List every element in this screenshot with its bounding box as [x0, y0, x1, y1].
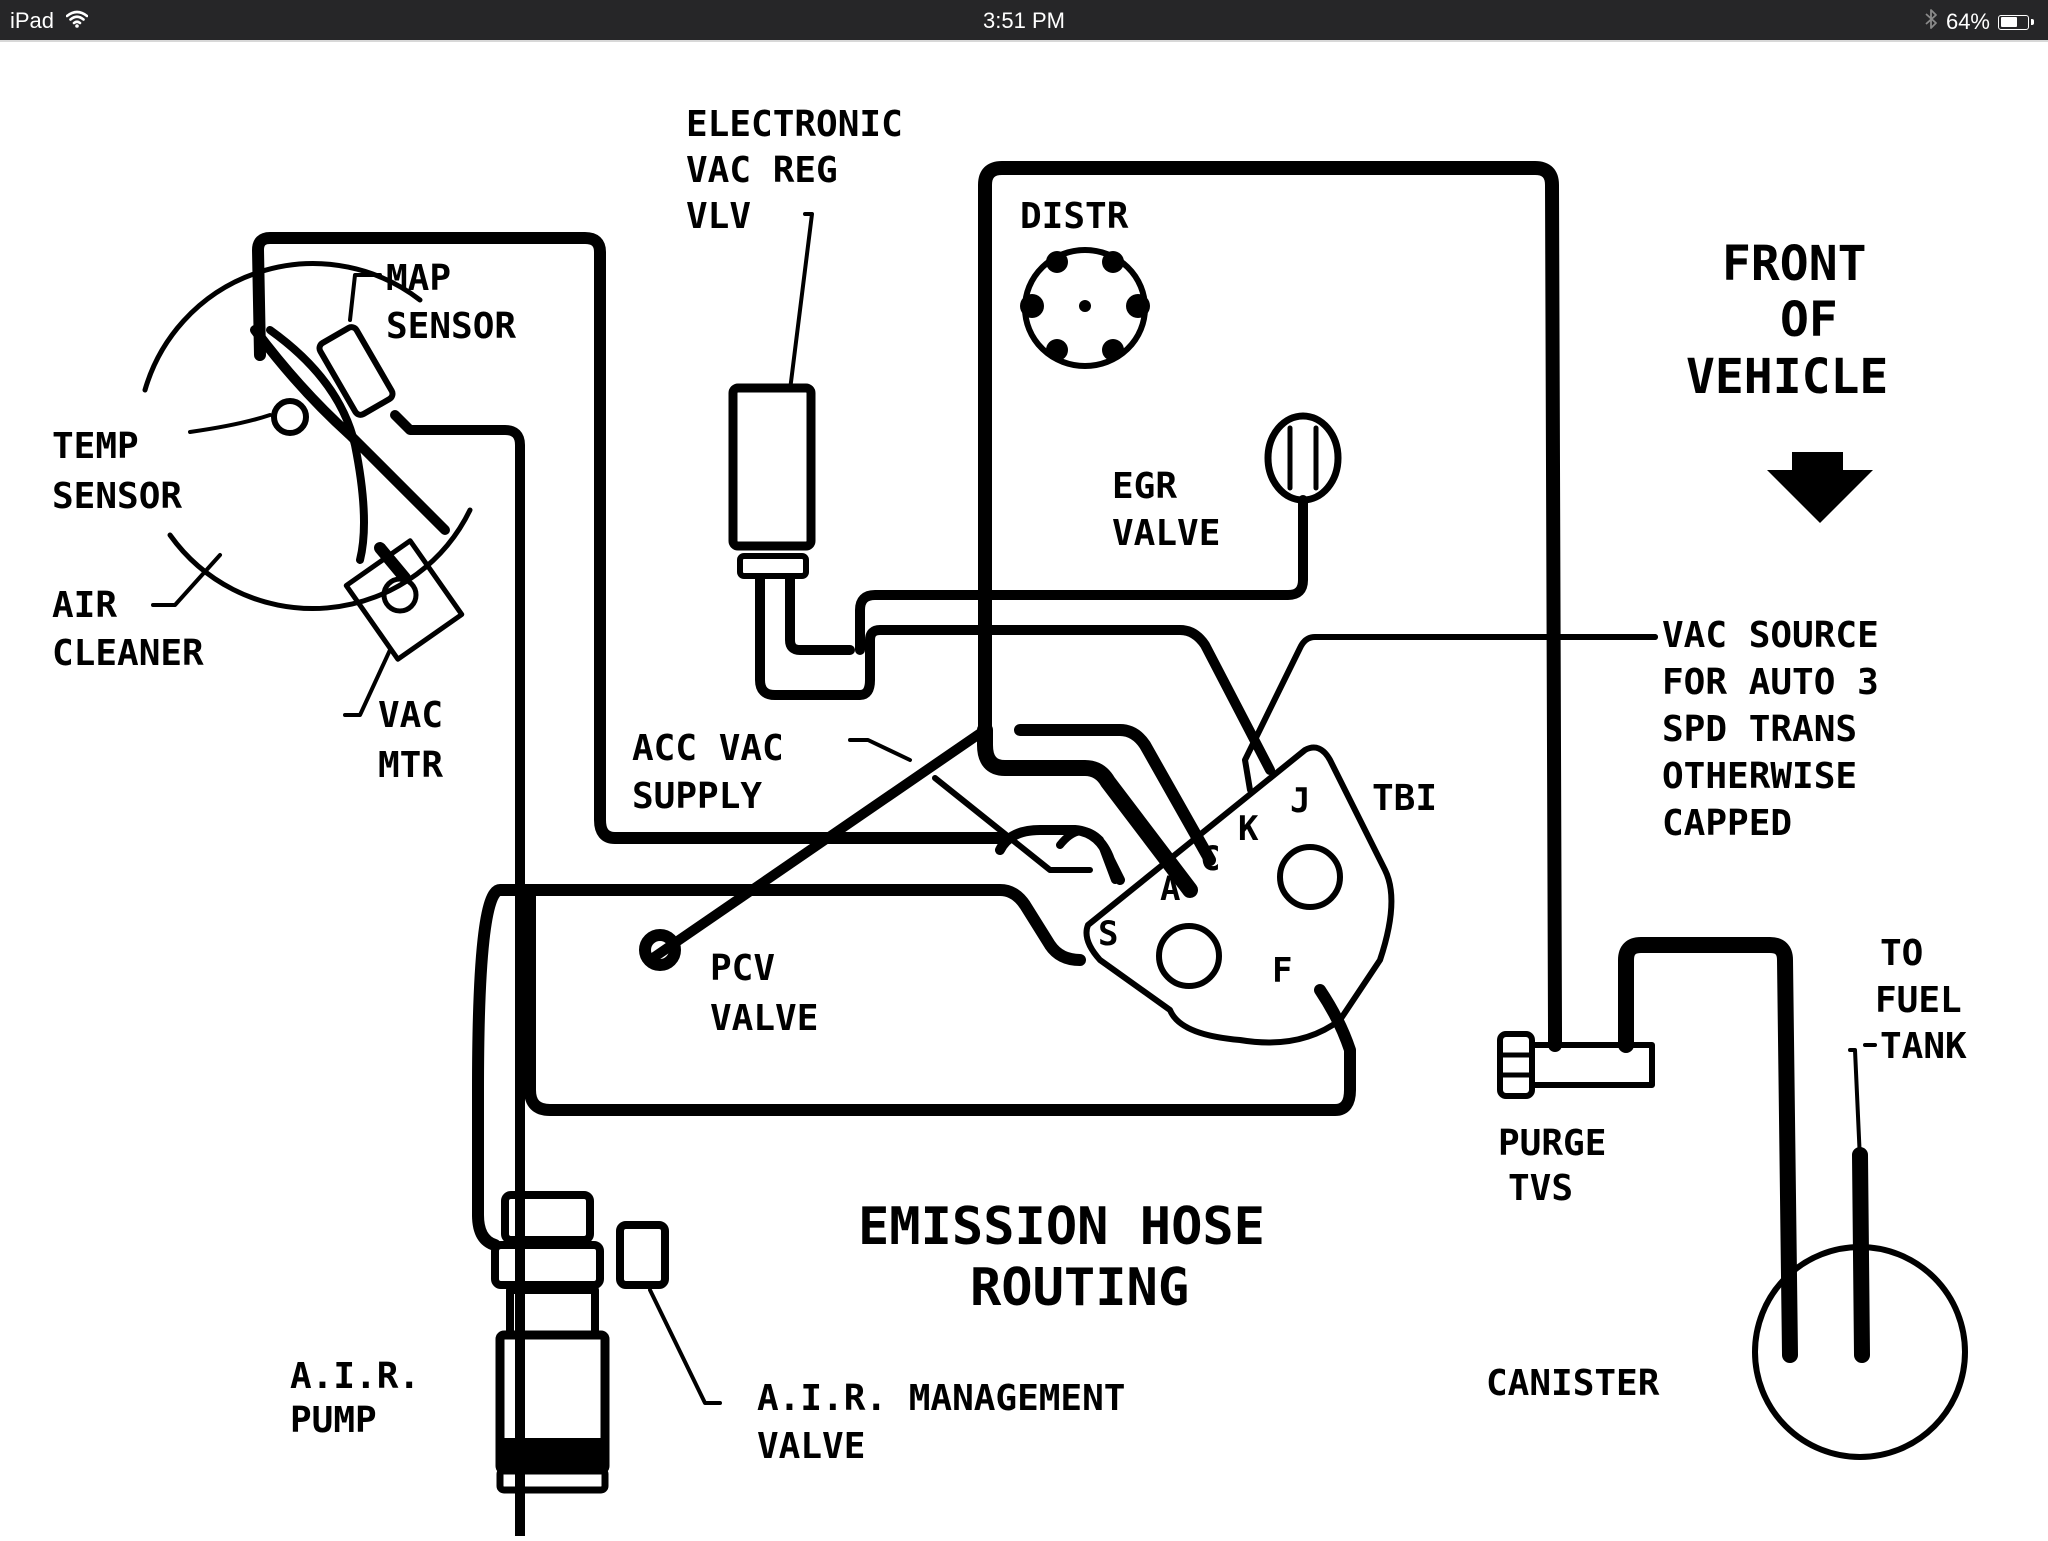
battery-percent: 64% [1945, 9, 1990, 34]
tbi-port-a: A [1160, 869, 1180, 909]
diagram-title-line1: EMISSION HOSE [858, 1197, 1265, 1257]
purge-tvs [1497, 1031, 1655, 1099]
label-air-pump-1: A.I.R. [290, 1356, 420, 1397]
label-tank: TANK [1880, 1026, 1967, 1067]
diagram-canvas: ELECTRONIC VAC REG VLV DISTR MAP SENSOR … [52, 104, 1968, 1541]
clock: 3:51 PM [983, 8, 1065, 33]
label-of: OF [1780, 292, 1838, 348]
label-pcv-valve: VALVE [710, 998, 818, 1039]
label-air-pump-2: PUMP [290, 1400, 377, 1441]
label-map: MAP [386, 258, 451, 299]
tbi-port-j: J [1290, 781, 1310, 821]
pcv-valve [639, 929, 681, 971]
label-vac: VAC [378, 695, 443, 736]
label-pcv: PCV [710, 948, 775, 989]
hose-air-loop [472, 884, 1086, 1221]
label-otherwise: OTHERWISE [1662, 756, 1857, 797]
label-for-auto: FOR AUTO 3 [1662, 662, 1879, 703]
label-electronic: ELECTRONIC [686, 104, 903, 145]
status-bar: iPad 3:51 PM 64% [0, 0, 2048, 40]
label-vac-source: VAC SOURCE [1662, 615, 1879, 656]
label-air-mgmt-1: A.I.R. MANAGEMENT [757, 1378, 1125, 1419]
egr-valve [855, 412, 1342, 655]
bluetooth-icon [1924, 8, 1938, 36]
label-map-sensor: SENSOR [386, 306, 516, 347]
vac-source-line [1242, 634, 1658, 793]
battery-level [2000, 17, 2018, 27]
label-to: TO [1880, 933, 1923, 974]
vac-mtr [343, 538, 465, 662]
label-capped: CAPPED [1662, 803, 1792, 844]
tbi-port-k: K [1238, 809, 1259, 849]
battery-nub [2031, 19, 2034, 25]
label-egr-valve: VALVE [1112, 513, 1220, 554]
map-sensor [316, 324, 396, 418]
label-mtr: MTR [378, 745, 443, 786]
tbi-port-s: S [1098, 914, 1118, 954]
label-air: AIR [52, 585, 117, 626]
hose-map-loop [252, 232, 1006, 844]
label-acc-vac: ACC VAC [632, 728, 784, 769]
status-bar-divider [0, 40, 2048, 42]
hose-distr-loop [978, 161, 1562, 1037]
label-temp: TEMP [52, 426, 139, 467]
label-fuel: FUEL [1875, 980, 1962, 1021]
diagram-title-line2: ROUTING [970, 1258, 1189, 1318]
label-canister: CANISTER [1486, 1363, 1660, 1404]
emission-hose-diagram: ELECTRONIC VAC REG VLV DISTR MAP SENSOR … [0, 42, 2048, 1541]
tbi-port-c: C [1200, 839, 1220, 879]
vac-mtr-leader [343, 648, 392, 717]
device-name: iPad [10, 8, 55, 33]
label-temp-sensor: SENSOR [52, 476, 182, 517]
label-cleaner: CLEANER [52, 633, 204, 674]
status-bar-left: iPad [10, 8, 89, 34]
hose-pcv [645, 725, 990, 965]
temp-sensor-leader [188, 413, 272, 434]
map-sensor-leader [348, 273, 382, 322]
label-vehicle: VEHICLE [1686, 349, 1888, 405]
label-distr: DISTR [1020, 196, 1129, 237]
canister [1752, 1147, 1968, 1460]
electronic-vac-reg-valve [728, 212, 1275, 775]
tbi-port-f: F [1272, 951, 1292, 991]
label-air-mgmt-2: VALVE [757, 1426, 865, 1467]
label-front: FRONT [1722, 236, 1867, 292]
label-egr: EGR [1112, 466, 1177, 507]
hose-lower-loop [524, 884, 1356, 1116]
label-vlv: VLV [686, 196, 751, 237]
hose-vac-mtr-down [390, 410, 525, 1541]
acc-vac-leader [848, 738, 912, 762]
down-arrow-icon [1767, 452, 1873, 523]
label-tvs: TVS [1508, 1168, 1573, 1209]
label-supply: SUPPLY [632, 776, 762, 817]
air-management-valve [616, 1221, 722, 1405]
to-fuel-tank-leader [1848, 1048, 1862, 1162]
label-tbi: TBI [1372, 778, 1437, 819]
status-bar-right: 64% [1924, 8, 2034, 36]
acc-vac-line [932, 775, 1093, 873]
hose-distr-to-tbi [977, 722, 1198, 898]
label-spd-trans: SPD TRANS [1662, 709, 1857, 750]
wifi-icon [65, 8, 89, 34]
temp-sensor [271, 398, 309, 436]
air-cleaner-leader [151, 553, 222, 607]
label-purge: PURGE [1498, 1123, 1606, 1164]
label-vac-reg: VAC REG [686, 150, 838, 191]
tbi-unit [1083, 744, 1395, 1046]
hose-purge-to-canister [1618, 937, 1798, 1363]
battery-icon [1998, 14, 2029, 30]
air-pump [491, 1191, 610, 1494]
